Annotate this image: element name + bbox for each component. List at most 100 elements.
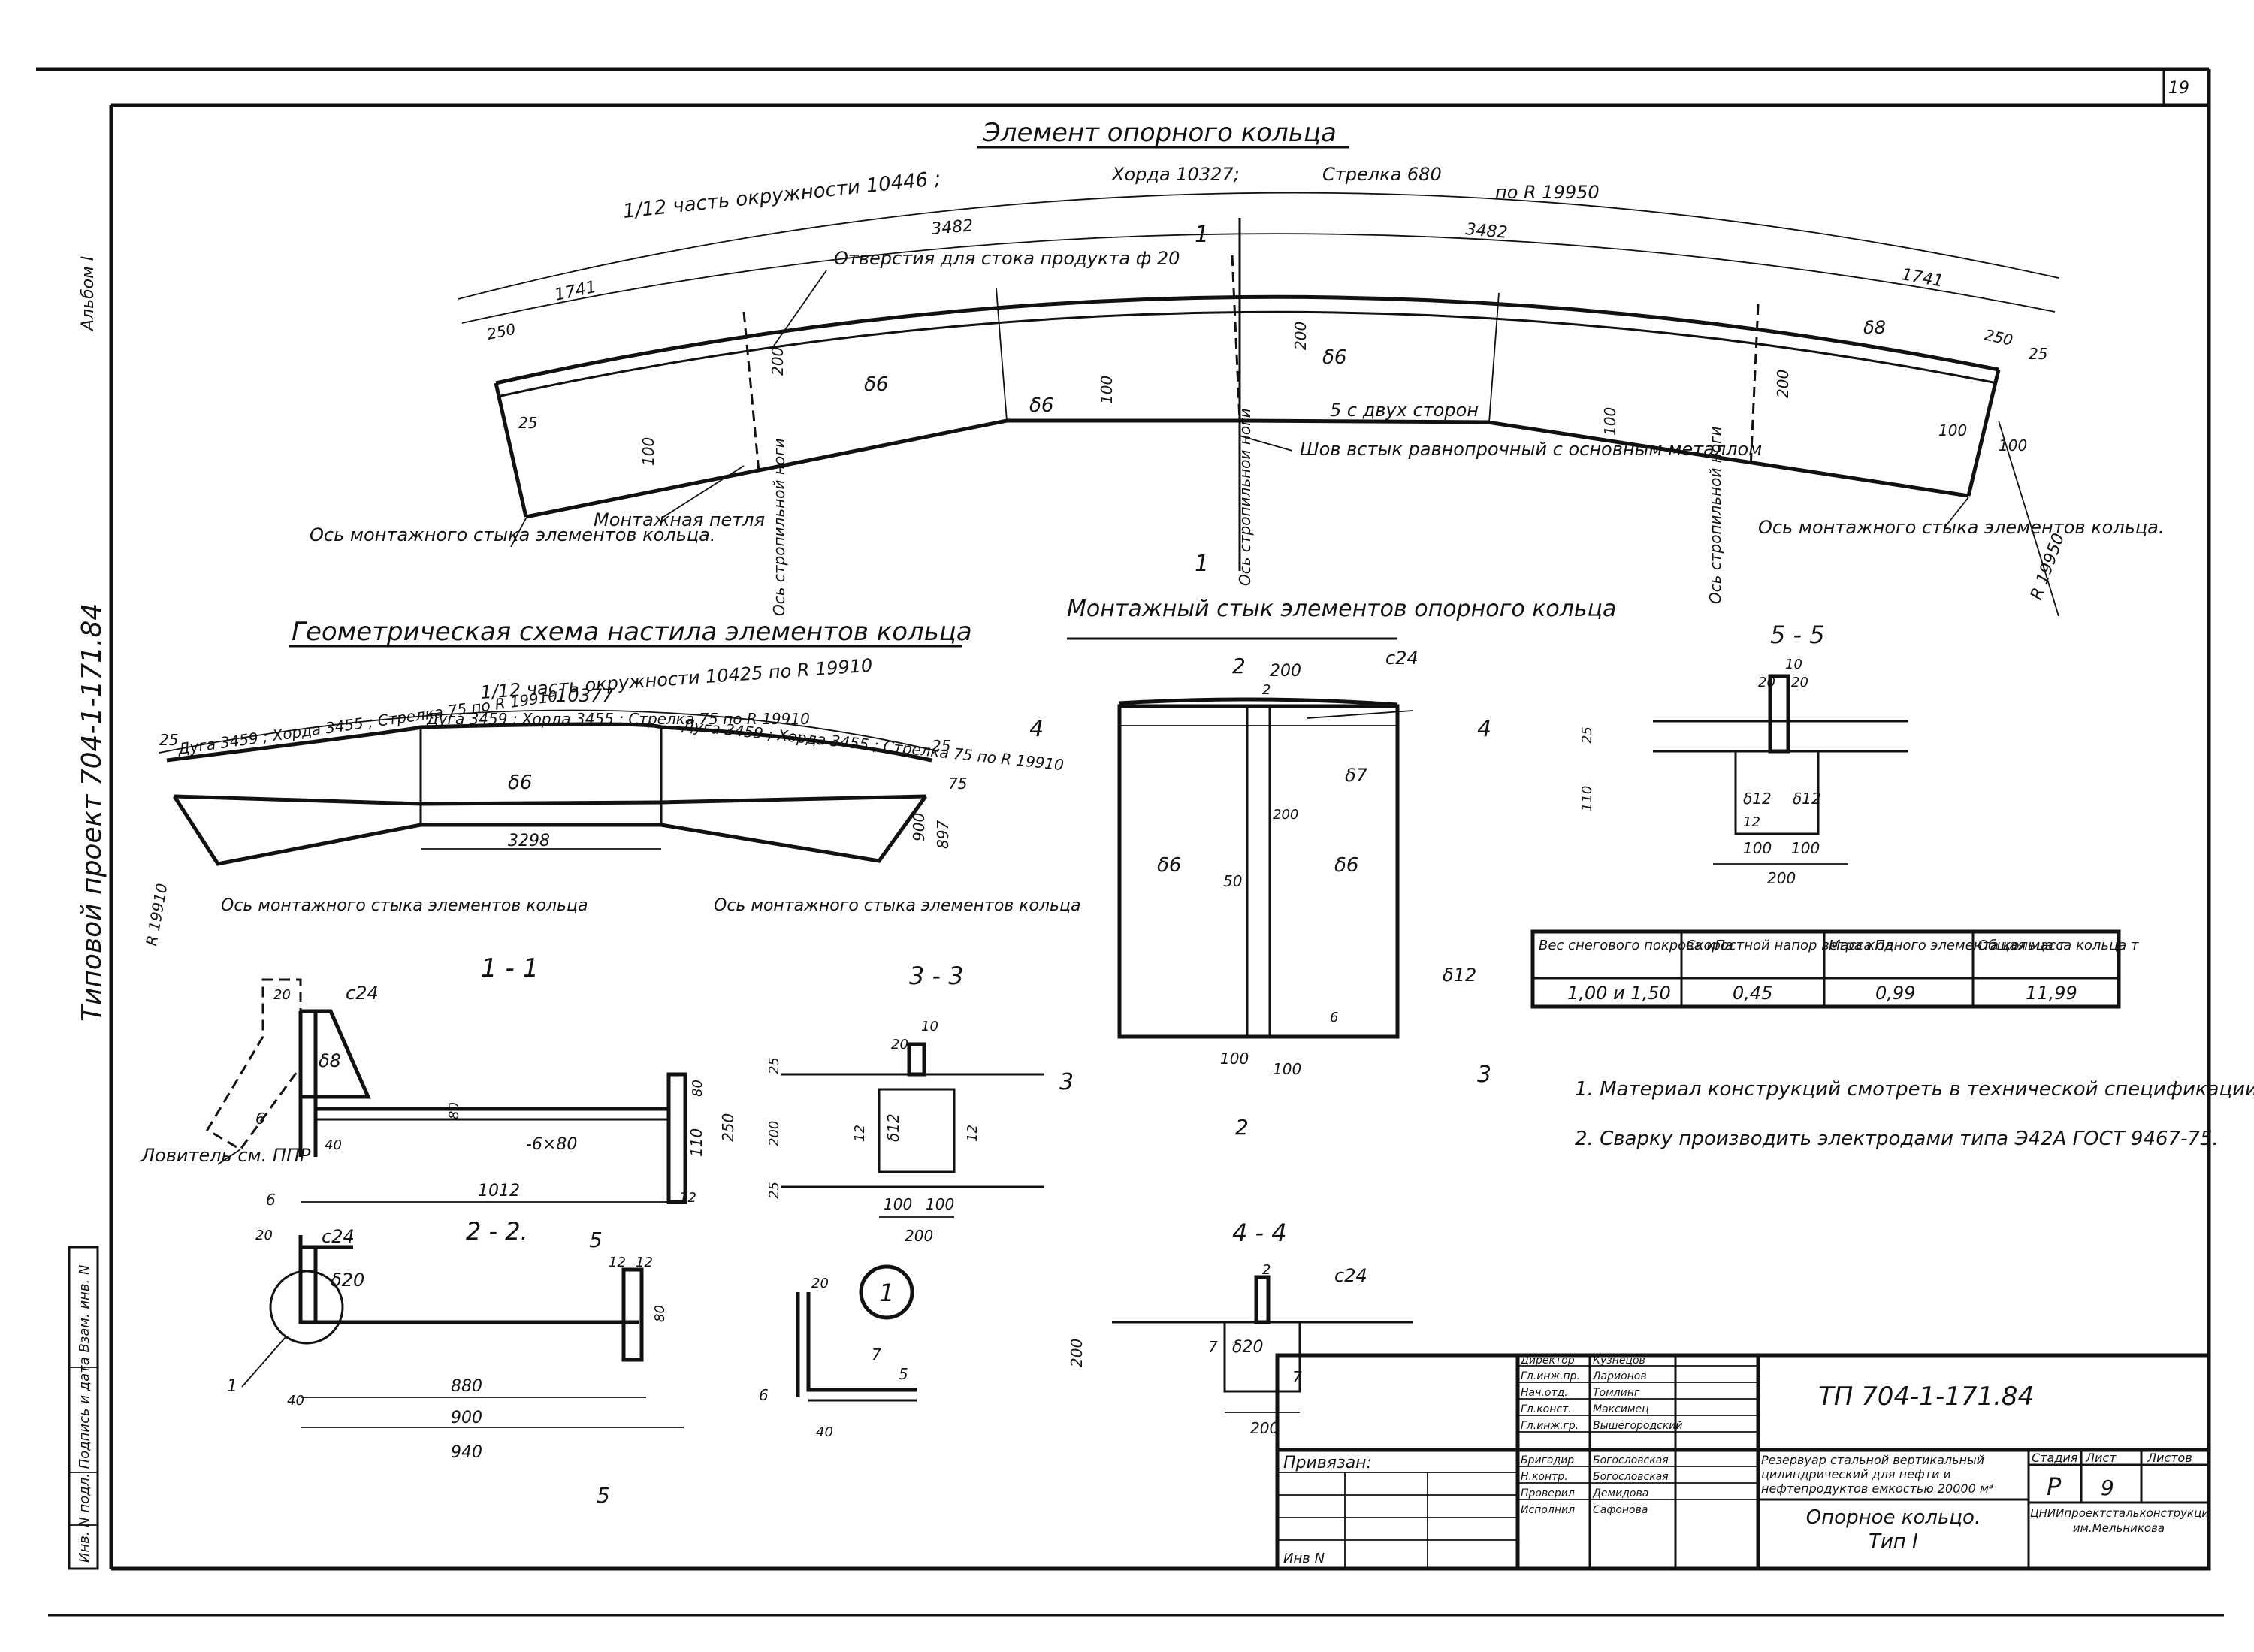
sec22-dim-12-a: 12 — [609, 1255, 626, 1270]
dim-100-c: 100 — [1601, 407, 1619, 436]
sec44-dim-7-left: 7 — [1208, 1338, 1218, 1356]
ring-d6-a: δ6 — [864, 373, 888, 396]
ring-chord-label: Хорда 10327; — [1110, 164, 1240, 185]
sec33-dim-12-right: 12 — [965, 1125, 980, 1142]
title-org: ЦНИИпроектстальконструкция им.Мельникова — [2030, 1506, 2207, 1535]
sec22-mark-5-top: 5 — [589, 1228, 603, 1252]
dim-arc-inner — [461, 233, 2056, 324]
name-9: Сафонова — [1593, 1504, 1648, 1516]
label-axis-right: Ось монтажного стыка элементов кольца. — [1758, 517, 2165, 538]
dim-25-left: 25 — [518, 414, 537, 432]
node1-dim-40: 40 — [816, 1424, 833, 1440]
role-6: Бригадир — [1521, 1454, 1574, 1466]
dim-250-right: 250 — [1983, 325, 2014, 349]
joint-dim-100-left: 100 — [1220, 1049, 1249, 1068]
role-9: Исполнил — [1521, 1504, 1575, 1516]
dim-100-a: 100 — [639, 437, 657, 466]
joint-mark-3: 3 — [1477, 1062, 1491, 1088]
ring-sag-label: Стрелка 680 — [1322, 164, 1442, 185]
sec55-title: 5 - 5 — [1770, 621, 1825, 649]
sec55-dim-12: 12 — [1743, 814, 1760, 830]
joint-d12: δ12 — [1443, 965, 1476, 986]
joint-dim-200: 200 — [1270, 662, 1301, 681]
label-leg-3: Ось стропильной ноги — [1706, 426, 1724, 604]
label-leg-1: Ось стропильной ноги — [770, 438, 788, 616]
sec44-c24: с24 — [1334, 1265, 1367, 1286]
sec22-c24: с24 — [322, 1226, 355, 1247]
sec11-title: 1 - 1 — [481, 953, 539, 983]
dim-100-e: 100 — [1999, 436, 2027, 455]
sec55-dim-110: 110 — [1579, 786, 1595, 811]
sec11-dim-40: 40 — [325, 1137, 342, 1153]
table-header-3: Масса одного элемента кольца т — [1829, 938, 2066, 953]
table-cell-4: 11,99 — [2026, 983, 2077, 1004]
section-3-3: 3 - 3 10 20 25 200 25 δ12 12 12 100 100 … — [766, 962, 1074, 1245]
sec55-dim-100-right: 100 — [1791, 839, 1820, 857]
dim-1741-right: 1741 — [1900, 265, 1944, 291]
joint-mark-4-left: 4 — [1029, 716, 1044, 742]
section-2-2: 2 - 2. с24 δ20 6 20 12 12 80 40 880 900 … — [227, 1191, 684, 1508]
name-8: Демидова — [1592, 1487, 1648, 1499]
sec55-d12-right: δ12 — [1793, 790, 1821, 808]
node1-dim-7: 7 — [872, 1345, 881, 1364]
label-drain: Отверстия для стока продукта ф 20 — [834, 248, 1180, 269]
sec11-dim-20: 20 — [273, 987, 291, 1003]
title-description: Резервуар стальной вертикальный цилиндри… — [1761, 1453, 1994, 1496]
sec33-dim-100-right: 100 — [926, 1195, 954, 1213]
joint-mark-2-top: 2 — [1232, 654, 1246, 678]
node1-dim-5: 5 — [899, 1365, 908, 1383]
label-seam: 5 с двух сторон — [1330, 400, 1479, 421]
sec33-dim-200b: 200 — [905, 1227, 933, 1245]
dim-100-d: 100 — [1938, 421, 1967, 439]
sec55-dim-20-right: 20 — [1791, 675, 1808, 690]
sec11-dim-6: 6 — [255, 1110, 265, 1128]
margin-stamp: Инв. N подл. Подпись и дата Взам. инв. N — [68, 1246, 99, 1570]
joint-dim-200b: 200 — [1273, 807, 1298, 823]
section-5-5: 5 - 5 10 20 20 25 110 δ12 δ12 12 100 100… — [1579, 621, 1908, 887]
name-3: Томлинг — [1593, 1387, 1640, 1399]
sec33-dim-200: 200 — [766, 1121, 782, 1146]
sec55-dim-200: 200 — [1767, 869, 1796, 887]
geo-dim-900: 900 — [910, 813, 928, 841]
sec44-d20: δ20 — [1232, 1338, 1263, 1357]
sec33-dim-25-top: 25 — [766, 1057, 782, 1074]
ring-d6-c: δ6 — [1029, 394, 1053, 417]
note-1: 1. Материал конструкций смотреть в техни… — [1575, 1078, 2254, 1101]
sec33-dim-12-left: 12 — [852, 1125, 868, 1142]
sec33-dim-20: 20 — [891, 1037, 908, 1053]
sec11-dim-250: 250 — [719, 1113, 737, 1142]
section-mark-bottom: 1 — [1195, 551, 1209, 577]
sec22-dim-6: 6 — [266, 1191, 276, 1209]
geo-axis-right: Ось монтажного стыка элементов кольца — [714, 896, 1080, 915]
node1-dim-6: 6 — [759, 1386, 769, 1404]
sec22-dim-40: 40 — [287, 1393, 304, 1409]
joint-d7: δ7 — [1345, 765, 1368, 786]
role-4: Гл.конст. — [1521, 1403, 1572, 1415]
margin-stamp-labels: Инв. N подл. Подпись и дата Взам. инв. N — [77, 1265, 92, 1563]
title-bound: Привязан: — [1283, 1454, 1372, 1472]
section-4-4: 4 - 4 с24 δ20 2 7 7 200 200 — [1068, 1219, 1413, 1437]
sec22-dim-900: 900 — [451, 1409, 482, 1427]
ring-d6-b: δ6 — [1322, 346, 1346, 369]
sec22-dim-940: 940 — [451, 1443, 482, 1462]
ring-top-flange — [495, 294, 1999, 385]
label-leg-2: Ось стропильной ноги — [1236, 408, 1254, 586]
geo-d6: δ6 — [508, 772, 532, 794]
name-6: Богословская — [1593, 1454, 1669, 1466]
dim-200-b: 200 — [1292, 322, 1310, 350]
sec11-plate: -6×80 — [526, 1135, 577, 1154]
sec22-mark-1: 1 — [227, 1377, 237, 1396]
geo-dim-25-right: 25 — [932, 737, 950, 755]
title-sheets-header: Листов — [2147, 1451, 2192, 1465]
sec11-dim-80: 80 — [446, 1102, 462, 1119]
joint-d6-right: δ6 — [1334, 854, 1358, 877]
title-stage-header: Стадия — [2032, 1451, 2078, 1465]
name-4: Максимец — [1593, 1403, 1649, 1415]
load-table: Вес снегового покрова кПа Скоростной нап… — [1530, 929, 2139, 1009]
dim-25-right: 25 — [2029, 345, 2047, 363]
sec55-dim-10: 10 — [1785, 657, 1802, 672]
ring-left-end — [494, 382, 528, 518]
ring-element: Элемент опорного кольца 1/12 часть окруж… — [310, 118, 2165, 617]
joint-dim-6: 6 — [1330, 1010, 1338, 1025]
ring-top-flange-inner — [497, 310, 1998, 398]
